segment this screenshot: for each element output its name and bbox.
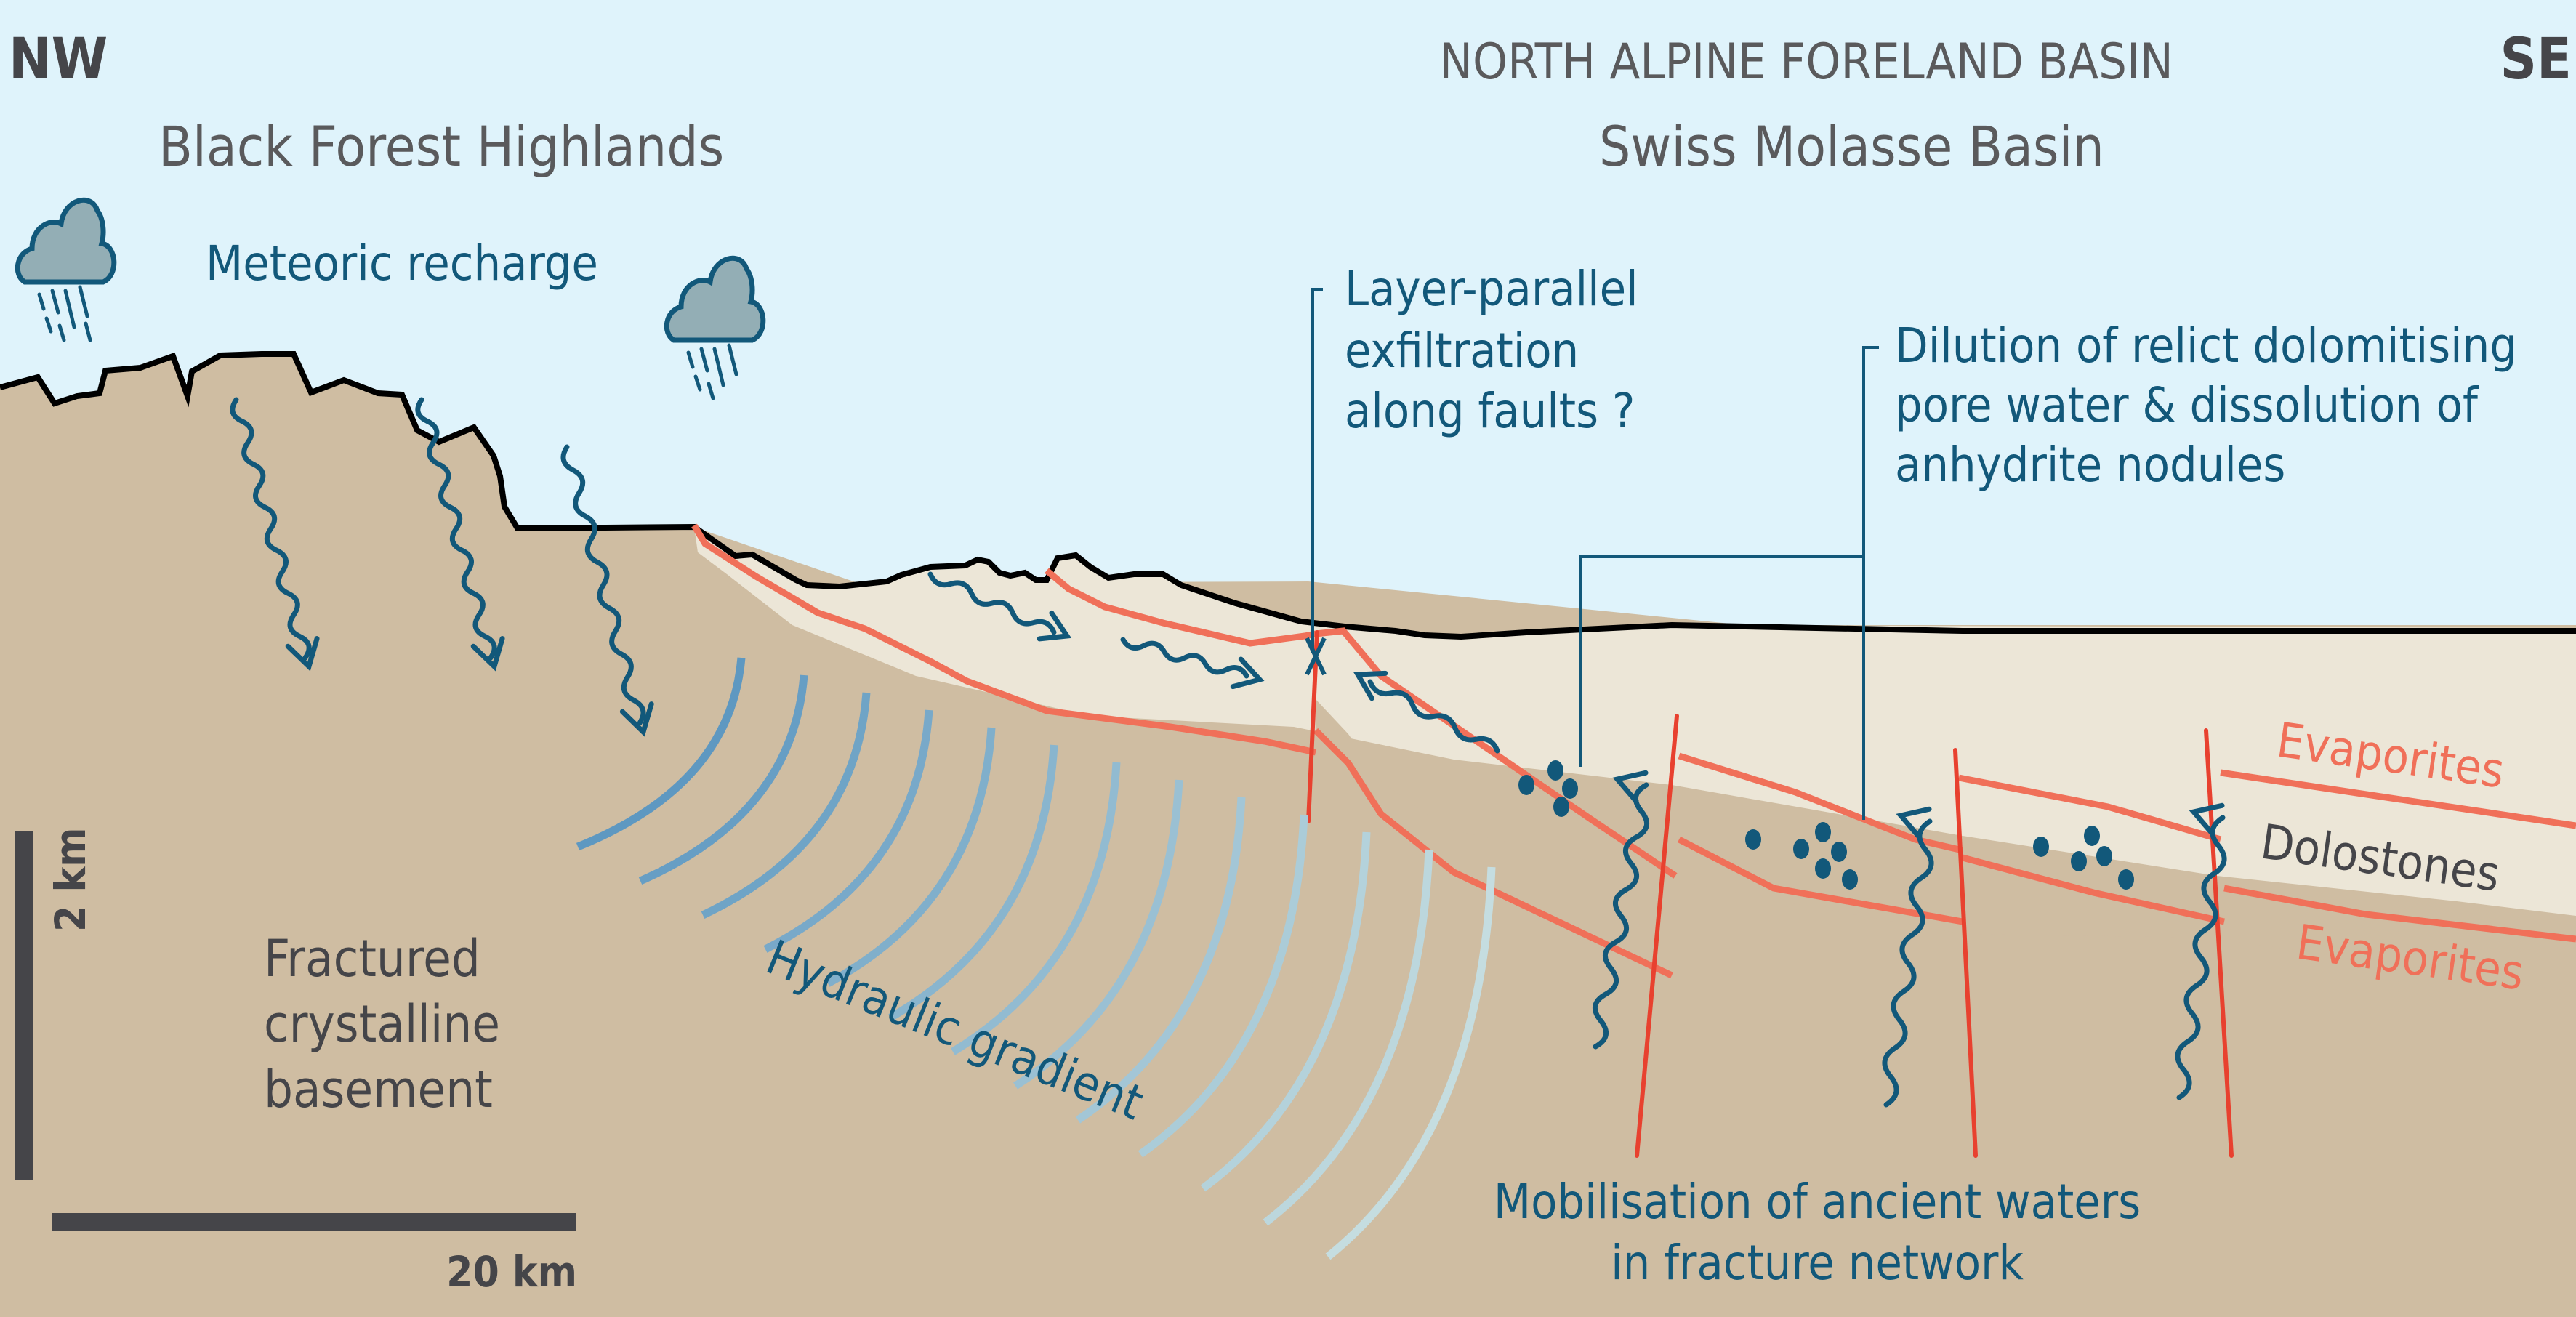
gradient-arc (1200, 831, 1371, 1192)
fault-1 (1306, 630, 1319, 823)
nodule-dot (1831, 842, 1847, 862)
gradient-arc (1013, 779, 1183, 1090)
nodule-dot (1547, 760, 1563, 781)
arrowhead-icon (1230, 656, 1265, 690)
meteoric-infiltration-arrows (230, 397, 1500, 754)
layer-boundary-mid-left (1045, 568, 1678, 879)
rain-cloud-icon (664, 255, 766, 400)
evaporite-bottom-block3 (2223, 885, 2576, 943)
mobilisation-label-2: in fracture network (1611, 1235, 2024, 1291)
infiltration-wave (415, 397, 497, 661)
evaporite-top-block1 (1678, 752, 1964, 854)
nodule-dot (2084, 826, 2100, 846)
exfiltration-x-marker (1305, 637, 1327, 676)
gradient-arc (888, 744, 1058, 1021)
horizontal-scale-label: 20 km (446, 1247, 577, 1297)
gradient-arc (951, 762, 1121, 1055)
arrowhead-icon (1353, 670, 1388, 701)
evaporite-bottom-block1 (1677, 836, 1963, 925)
arrowhead-icon (2189, 802, 2225, 837)
gradient-arc (1075, 797, 1246, 1124)
fault-4 (2204, 728, 2234, 1158)
fracture-flow-wave (1593, 782, 1649, 1050)
gradient-arc (826, 727, 996, 987)
dilution-label-2: pore water & dissolution of (1895, 377, 2479, 433)
evaporite-top-block3 (2220, 769, 2576, 829)
nodule-dot (1518, 775, 1534, 795)
layer-parallel-label-3: along faults ? (1345, 383, 1635, 439)
arrowhead-icon (470, 636, 505, 672)
arrowhead-icon (1896, 806, 1932, 840)
layer-parallel-label-1: Layer-parallel (1345, 261, 1638, 317)
evaporite-bottom-block2 (1961, 854, 2225, 925)
nodule-dot (2071, 851, 2087, 871)
gradient-arc (763, 709, 933, 953)
horizontal-scale-bar (52, 1213, 576, 1231)
layer-flow-wave (927, 571, 1057, 635)
layer-flow-wave (1120, 637, 1249, 679)
fracture-flow-wave (2175, 815, 2227, 1100)
fracture-flow-arrows (1593, 770, 2227, 1108)
gradient-arc (576, 657, 746, 851)
basin-title: NORTH ALPINE FORELAND BASIN (1439, 33, 2173, 91)
dilution-label-3: anhydrite nodules (1895, 437, 2285, 493)
gradient-arc (638, 674, 808, 885)
layer-boundary-upper-left (691, 523, 1316, 756)
leader-dilution-branch (1579, 555, 1864, 767)
anhydrite-nodules (1518, 760, 2134, 890)
infiltration-wave (230, 397, 312, 661)
basement-label-2: crystalline (264, 994, 500, 1054)
fracture-flow-wave (1882, 818, 1934, 1108)
nodule-dot (1553, 797, 1569, 817)
fault-2 (1635, 714, 1679, 1158)
nodule-dot (1562, 778, 1578, 799)
basement-lower-right (1308, 699, 2576, 1317)
arrowhead-icon (619, 701, 654, 737)
left-region-label: Black Forest Highlands (158, 114, 724, 179)
direction-se: SE (2500, 27, 2572, 92)
gradient-arc (1263, 849, 1433, 1226)
fault-3 (1953, 748, 1978, 1158)
mobilisation-label-1: Mobilisation of ancient waters (1494, 1174, 2141, 1230)
direction-nw: NW (9, 27, 108, 92)
vertical-scale-bar (15, 831, 33, 1180)
layer-parallel-label-2: exfiltration (1345, 323, 1579, 379)
meteoric-recharge-label: Meteoric recharge (206, 235, 598, 291)
gradient-arc (1325, 866, 1496, 1260)
nodule-dot (2118, 869, 2134, 890)
gradient-arc (1138, 814, 1308, 1158)
evaporite-top-block2 (1958, 774, 2222, 843)
arrowhead-icon (285, 636, 320, 672)
nodule-dot (1815, 822, 1831, 842)
basement-label-3: basement (264, 1060, 493, 1119)
leader-dilution (1862, 346, 1879, 820)
nodule-dot (1842, 869, 1858, 890)
nodule-dot (1745, 829, 1761, 850)
arrowhead-icon (1037, 610, 1072, 642)
layer-boundary-lower-left (1313, 728, 1673, 979)
exfiltration-wave (1367, 679, 1500, 754)
nodule-dot (1793, 839, 1809, 859)
hydraulic-gradient-arcs (576, 657, 1496, 1260)
rain-cloud-icon (15, 197, 117, 342)
infiltration-wave (560, 444, 646, 726)
gradient-arc (701, 692, 871, 919)
dilution-label-1: Dilution of relict dolomitising (1895, 318, 2517, 374)
nodule-dot (2033, 837, 2049, 857)
basement-label-1: Fractured (264, 929, 480, 988)
vertical-scale-label: 2 km (46, 827, 95, 932)
nodule-dot (2096, 846, 2112, 866)
topographic-surface (0, 351, 2576, 640)
right-region-label: Swiss Molasse Basin (1599, 114, 2104, 179)
nodule-dot (1815, 858, 1831, 879)
arrowhead-icon (1612, 770, 1649, 804)
leader-layer-parallel (1311, 288, 1323, 653)
